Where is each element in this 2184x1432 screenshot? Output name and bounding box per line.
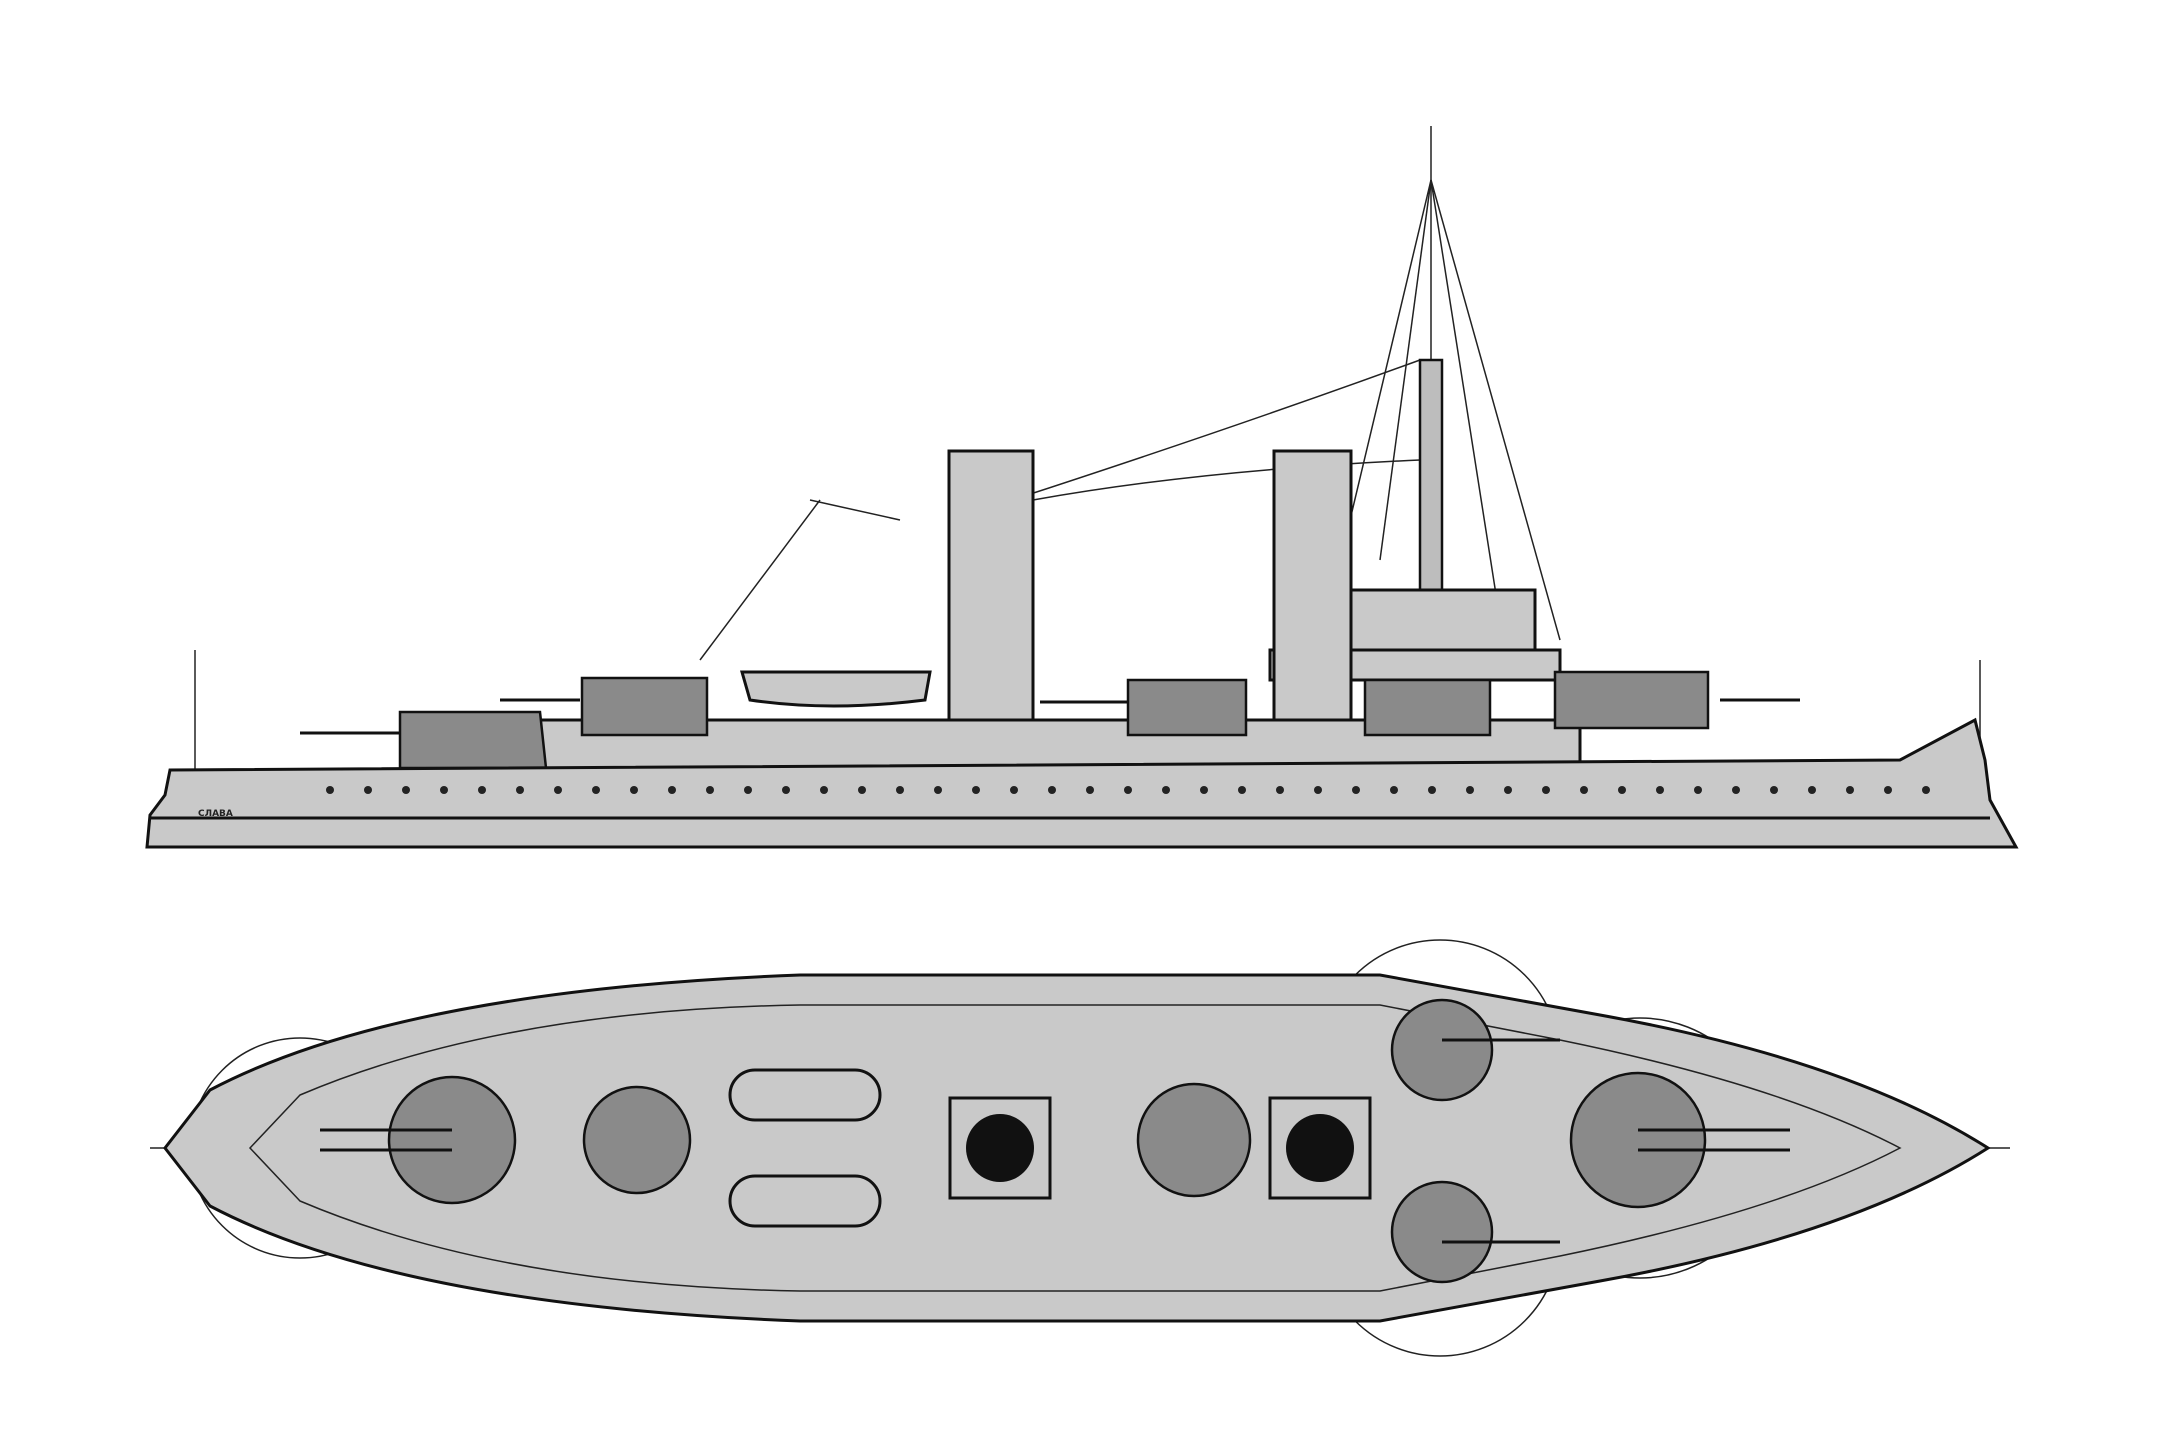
porthole (1048, 786, 1056, 794)
turret-fore-main (1553, 670, 1710, 730)
turret-aft-secondary (580, 676, 709, 737)
porthole (364, 786, 372, 794)
side-profile: СЛАВА (145, 126, 2019, 849)
porthole (1694, 786, 1702, 794)
porthole (1656, 786, 1664, 794)
porthole (934, 786, 942, 794)
porthole (402, 786, 410, 794)
turret-wing-port (1390, 998, 1494, 1102)
mast (1418, 358, 1444, 592)
porthole (706, 786, 714, 794)
porthole (1162, 786, 1170, 794)
porthole (1390, 786, 1398, 794)
porthole (1770, 786, 1778, 794)
porthole (1466, 786, 1474, 794)
funnel-aft-opening (1286, 1114, 1354, 1182)
porthole (1086, 786, 1094, 794)
porthole (1618, 786, 1626, 794)
porthole (326, 786, 334, 794)
porthole (1808, 786, 1816, 794)
portholes (326, 786, 1930, 794)
porthole (1542, 786, 1550, 794)
turret-mid-secondary (1126, 678, 1248, 737)
porthole (1276, 786, 1284, 794)
turret-wing-starboard (1390, 1180, 1494, 1284)
porthole (630, 786, 638, 794)
turret-fore-main-plan (1569, 1071, 1707, 1209)
porthole (782, 786, 790, 794)
porthole (744, 786, 752, 794)
turret-aft-main (398, 710, 548, 770)
plan-view (150, 939, 2010, 1357)
porthole (1922, 786, 1930, 794)
porthole (478, 786, 486, 794)
turret-aft-main-plan (387, 1075, 517, 1205)
plan-gun-barrels (320, 1038, 1790, 1244)
porthole (1124, 786, 1132, 794)
deck-outline (163, 973, 1991, 1323)
porthole (554, 786, 562, 794)
turret-mid-plan (1136, 1082, 1252, 1198)
porthole (896, 786, 904, 794)
porthole (972, 786, 980, 794)
porthole (1428, 786, 1436, 794)
porthole (1200, 786, 1208, 794)
porthole (1010, 786, 1018, 794)
boat (740, 670, 932, 708)
funnel-aft (1272, 449, 1353, 723)
porthole (858, 786, 866, 794)
porthole (1352, 786, 1360, 794)
porthole (1732, 786, 1740, 794)
stern-name: СЛАВА (198, 809, 233, 819)
porthole (820, 786, 828, 794)
porthole (668, 786, 676, 794)
funnel-fore-opening (966, 1114, 1034, 1182)
turret-aft-secondary-plan (582, 1085, 692, 1195)
porthole (592, 786, 600, 794)
funnel-fore (947, 449, 1035, 737)
porthole (1238, 786, 1246, 794)
porthole (1580, 786, 1588, 794)
turret-fore-secondary (1363, 678, 1492, 737)
porthole (1314, 786, 1322, 794)
porthole (1846, 786, 1854, 794)
porthole (1504, 786, 1512, 794)
porthole (516, 786, 524, 794)
gun-barrels (300, 698, 1800, 735)
rigging (194, 126, 1981, 770)
boat-port (728, 1068, 882, 1122)
side-hull (145, 717, 2019, 849)
porthole (1884, 786, 1892, 794)
boat-starboard (728, 1174, 882, 1228)
porthole (440, 786, 448, 794)
